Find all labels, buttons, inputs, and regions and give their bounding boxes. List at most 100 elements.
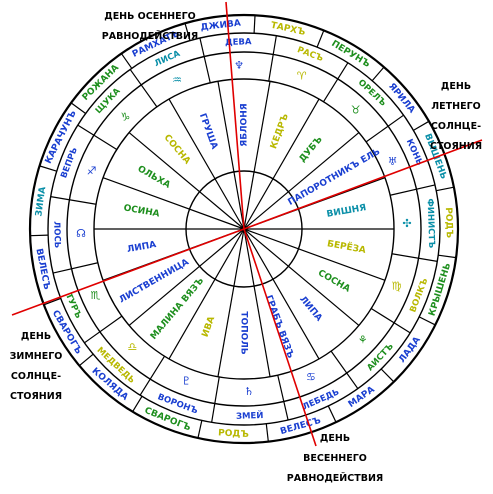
middle-divider	[77, 124, 118, 151]
sector-symbol-icon: ♎	[127, 341, 137, 354]
outer-divider	[197, 420, 203, 439]
inner-divider	[168, 228, 245, 360]
inner-divider	[243, 81, 271, 230]
axis-line-2	[243, 139, 483, 230]
middle-ring-label-13: ВЕПРЬ	[59, 146, 80, 180]
outer-ring-label-5: РОДЪ	[443, 207, 454, 238]
middle-divider	[391, 253, 438, 262]
spring-line-3: РАВНОДЕЙСТВИЯ	[286, 473, 384, 484]
summer-solstice-label: ДЕНЬ ЛЕТНЕГО СОЛНЦЕ- СТОЯНИЯ	[420, 72, 492, 162]
outer-divider	[43, 297, 61, 306]
inner-divider	[102, 177, 245, 230]
inner-divider	[128, 228, 245, 326]
middle-divider	[139, 355, 166, 396]
inner-ring-label-7: ЛИПА	[297, 294, 324, 323]
winter-line-3: СОЛНЦЕ-	[10, 371, 62, 382]
sector-symbol-icon: ♄	[244, 385, 254, 398]
summer-line-2: ЛЕТНЕГО	[431, 101, 481, 112]
middle-ring-label-2: ОРЕЛЪ	[356, 78, 388, 109]
sector-symbol-icon: ♆	[234, 59, 244, 72]
inner-ring-label-8: ГРАБЪ ВЯЗЪ	[263, 294, 295, 360]
outer-divider	[413, 120, 430, 131]
inner-ring-label-1: КЕДРЪ	[269, 113, 291, 151]
inner-ring-label-16: СОСНА	[162, 133, 192, 167]
ring-circle-0	[28, 13, 460, 445]
inner-ring-label-4: ВИШНЯ	[326, 203, 367, 220]
sector-symbol-icon: ♐	[87, 164, 97, 177]
middle-ring-label-5: ВОЛКЪ	[408, 277, 430, 314]
outer-divider	[327, 405, 337, 423]
middle-divider	[52, 262, 98, 274]
sector-symbols: ♆♈♉♅✣♍⚘♋♄♇♎♏☊♐♑♒	[76, 59, 411, 398]
axis-line-1	[243, 228, 317, 447]
outer-divider	[132, 396, 143, 413]
inner-ring-label-5: БЕРЁЗА	[326, 238, 366, 256]
winter-line-2: ЗИМНЕГО	[9, 351, 63, 362]
spring-line-1: ДЕНЬ	[319, 433, 351, 444]
inner-divider	[243, 228, 360, 326]
inner-divider	[243, 132, 360, 230]
inner-divider	[243, 98, 320, 230]
inner-divider	[243, 228, 271, 377]
inner-ring-label-13: ЛИПА	[126, 240, 157, 255]
sector-symbol-icon: ♈	[297, 70, 307, 83]
sector-symbol-icon: ♋	[306, 371, 316, 384]
outer-ring-label-10: РОДЪ	[218, 428, 249, 440]
middle-ring-label-12: ЛОСЬ	[51, 221, 62, 248]
autumn-line-2: РАВНОДЕЙСТВИЯ	[101, 31, 199, 42]
axis-line-0	[225, 1, 245, 230]
inner-divider	[168, 98, 245, 230]
inner-divider	[243, 228, 320, 360]
outer-divider	[120, 53, 133, 69]
outer-divider	[438, 254, 457, 259]
middle-divider	[50, 196, 97, 205]
inner-ring-label-0: ЯБЛОНЯ	[240, 103, 250, 146]
sector-symbol-icon: ✣	[402, 217, 411, 230]
sector-symbol-icon: ♑	[120, 110, 130, 123]
sector-symbol-icon: ♒	[172, 73, 182, 86]
inner-ring-label-6: СОСНА	[316, 268, 352, 294]
middle-ring-label-4: ФИНИСТЪ	[425, 198, 437, 248]
outer-divider	[380, 368, 395, 383]
middle-divider	[211, 376, 220, 423]
sector-symbol-icon: ♍	[391, 280, 401, 293]
inner-ring-label-17: ГРУША	[197, 112, 219, 151]
sector-symbol-icon: ⚘	[358, 334, 368, 347]
middle-divider	[199, 37, 211, 83]
sector-symbol-icon: ♏	[90, 289, 100, 302]
spring-line-2: ВЕСЕННЕГО	[303, 453, 367, 464]
outer-divider	[265, 423, 269, 442]
solstice-equinox-axes	[11, 1, 483, 447]
summer-line-3: СОЛНЦЕ-	[430, 121, 482, 132]
sector-symbol-icon: ♇	[181, 374, 191, 387]
axis-line-3	[11, 228, 245, 316]
inner-divider	[217, 81, 245, 230]
middle-divider	[84, 315, 123, 344]
inner-ring-label-10: ИВА	[201, 315, 218, 339]
inner-divider	[243, 228, 386, 281]
autumn-line-1: ДЕНЬ ОСЕННЕГО	[104, 11, 196, 22]
outer-divider	[39, 165, 57, 172]
outer-divider	[184, 23, 191, 41]
outer-divider	[316, 30, 325, 48]
outer-divider	[78, 353, 94, 367]
sector-dividers	[30, 15, 457, 442]
autumn-equinox-label: ДЕНЬ ОСЕННЕГО РАВНОДЕЙСТВИЯ	[70, 2, 230, 52]
outer-ring-label-8: МАРА	[347, 385, 377, 410]
outer-divider	[371, 66, 385, 82]
inner-ring-label-2: ДУБЪ	[298, 135, 325, 165]
middle-divider	[277, 375, 289, 421]
sector-symbol-icon: ♅	[388, 155, 398, 168]
winter-solstice-label: ДЕНЬ ЗИМНЕГО СОЛНЦЕ- СТОЯНИЯ	[0, 322, 72, 412]
middle-divider	[268, 35, 277, 82]
middle-ring-label-0: ДЕВА	[225, 37, 252, 48]
outer-ring-label-7: ЛАДА	[397, 335, 422, 365]
outer-divider	[436, 186, 454, 192]
inner-divider	[217, 228, 245, 377]
inner-ring-label-14: ОСИНА	[123, 203, 161, 219]
sector-symbol-icon: ☊	[76, 227, 86, 240]
outer-divider	[418, 316, 436, 326]
inner-ring-label-9: ТОПОЛЬ	[239, 311, 249, 354]
inner-ring-label-15: ОЛЬХА	[136, 164, 172, 191]
